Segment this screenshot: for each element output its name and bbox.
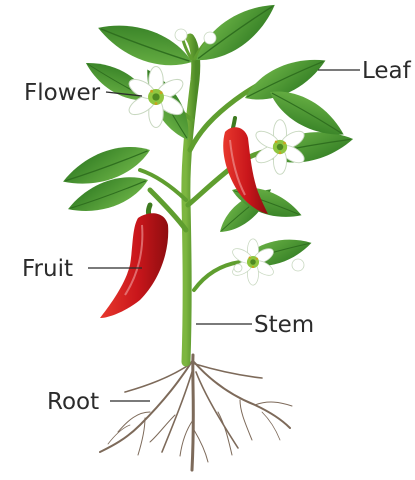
leaf-label: Leaf: [362, 58, 412, 84]
roots: [100, 355, 292, 470]
flower-label: Flower: [24, 80, 101, 106]
stem-label: Stem: [254, 312, 314, 338]
fruit-label: Fruit: [22, 256, 73, 282]
root-label: Root: [47, 389, 99, 415]
fruit-left: [100, 205, 168, 318]
